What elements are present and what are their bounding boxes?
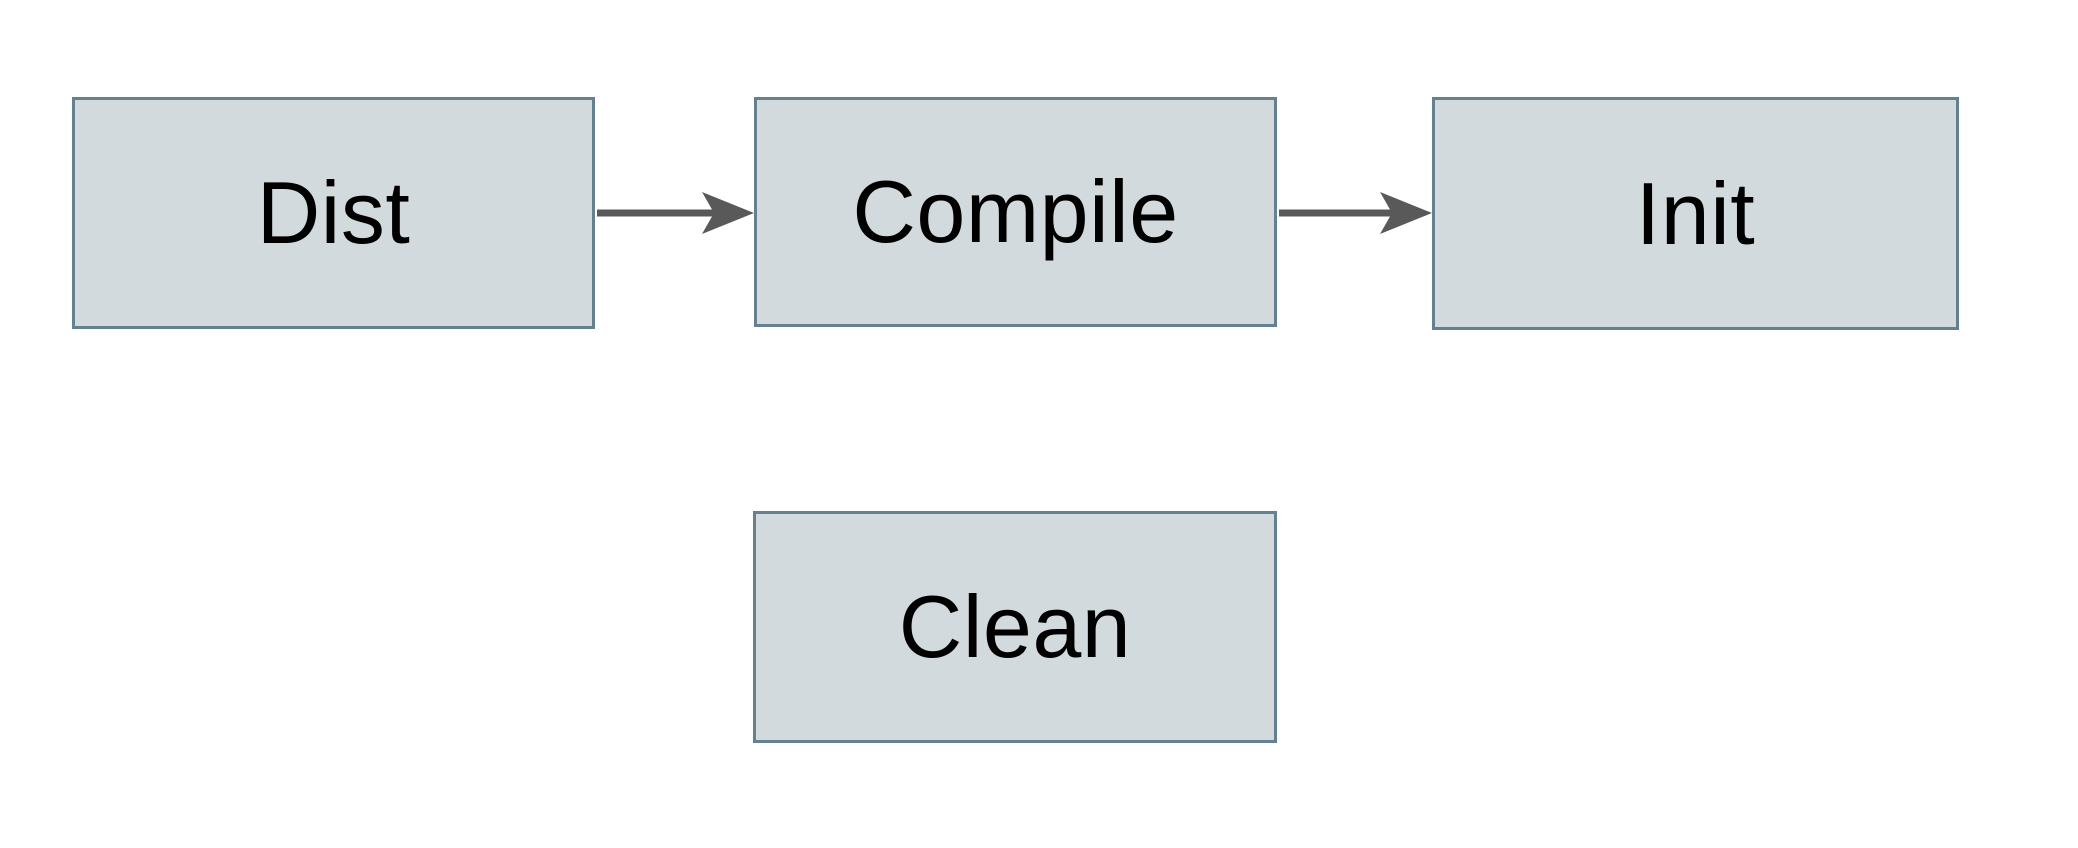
node-init-label: Init bbox=[1635, 163, 1756, 263]
node-dist-label: Dist bbox=[256, 163, 411, 262]
arrow-compile-to-init-head bbox=[1380, 192, 1432, 234]
node-clean[interactable]: Clean bbox=[753, 511, 1277, 743]
node-clean-label: Clean bbox=[898, 577, 1132, 676]
node-compile-label: Compile bbox=[852, 162, 1179, 261]
arrow-compile-to-init bbox=[1279, 192, 1432, 234]
node-init[interactable]: Init bbox=[1432, 97, 1959, 330]
node-compile[interactable]: Compile bbox=[754, 97, 1277, 327]
node-dist[interactable]: Dist bbox=[72, 97, 595, 329]
arrow-dist-to-compile bbox=[597, 192, 754, 234]
arrow-dist-to-compile-head bbox=[702, 192, 754, 234]
